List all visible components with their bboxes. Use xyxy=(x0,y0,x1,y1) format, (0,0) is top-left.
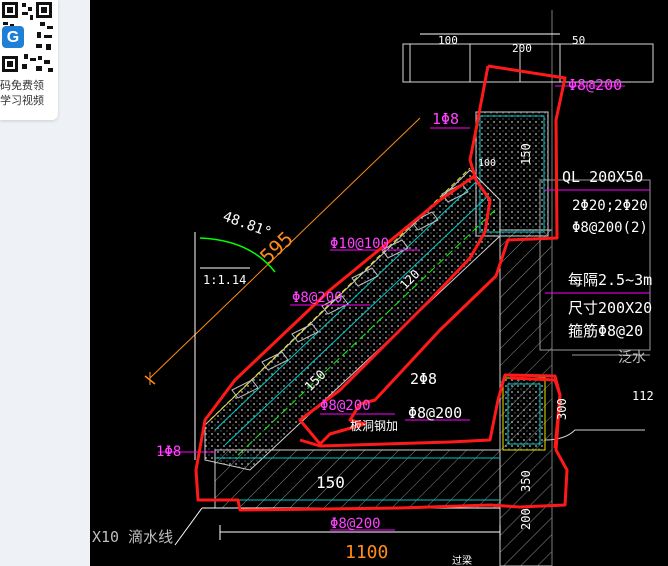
angle-label: 48.81° xyxy=(221,209,274,241)
svg-text:G: G xyxy=(7,29,19,46)
rebar-phi8-200-bottom: Φ8@200 xyxy=(330,516,381,532)
lower-beam-block xyxy=(502,377,645,451)
slope-ratio: 1:1.14 xyxy=(203,273,246,287)
cad-drawing-canvas[interactable]: 100 200 50 Φ8@200 1Φ8 100 150 QL 200X50 … xyxy=(90,0,668,566)
rebar-phi8-200-b: Φ8@200 xyxy=(408,404,462,422)
bottom-slab xyxy=(174,449,501,546)
label-112: 112 xyxy=(632,389,654,403)
sloped-slab xyxy=(204,167,501,471)
top-ledge xyxy=(402,33,654,83)
qr-code-card[interactable]: G 码免费领 学习视频 xyxy=(0,0,58,120)
rebar-label-top-right: Φ8@200 xyxy=(568,76,622,94)
rebar-label-1phi8-top: 1Φ8 xyxy=(432,110,459,128)
note-slab: 板洞钢加 xyxy=(350,419,398,433)
beam-stirrups: Φ8@200(2) xyxy=(572,220,648,236)
qr-caption-line1: 码免费领 xyxy=(0,79,44,92)
dimension-lines xyxy=(144,85,650,540)
label-100: 100 xyxy=(478,158,496,169)
glodon-logo-icon xyxy=(2,26,24,48)
dim-150-bottom: 150 xyxy=(316,473,345,492)
dim-150-right: 150 xyxy=(519,143,533,165)
note-every: 每隔2.5~3m xyxy=(568,271,652,289)
dim-200-vertical: 200 xyxy=(519,508,533,530)
dim-300: 300 xyxy=(555,398,569,420)
rebar-phi10-100: Φ10@100 xyxy=(330,236,389,252)
note-size: 尺寸200X20 xyxy=(568,299,652,317)
cad-drawing: 100 200 50 Φ8@200 1Φ8 100 150 QL 200X50 … xyxy=(92,10,654,566)
note-bottom: 过梁 xyxy=(452,554,472,566)
dim-top-50: 50 xyxy=(572,34,585,47)
dim-top-200: 200 xyxy=(512,42,532,55)
rebar-phi8-200-mid: Φ8@200 xyxy=(292,290,343,306)
qr-code-image: G xyxy=(0,0,58,78)
note-fan: 泛水 xyxy=(618,350,646,366)
dim-top-100: 100 xyxy=(438,34,458,47)
beam-main-bars: 2Φ20;2Φ20 xyxy=(572,198,648,214)
dim-1100: 1100 xyxy=(345,542,388,563)
rebar-2phi8: 2Φ8 xyxy=(410,370,437,388)
note-rebar: 箍筋Φ8@20 xyxy=(568,322,643,340)
rebar-phi8-200-a: Φ8@200 xyxy=(320,398,371,414)
dim-350: 350 xyxy=(519,470,533,492)
left-panel: G 码免费领 学习视频 xyxy=(0,0,90,566)
drip-line-label: X10 滴水线 xyxy=(92,528,173,546)
qr-caption-line2: 学习视频 xyxy=(0,94,44,107)
red-markup-outline xyxy=(194,64,569,512)
beam-ql-label: QL 200X50 xyxy=(562,168,643,186)
rebar-1phi8-left: 1Φ8 xyxy=(156,444,181,460)
